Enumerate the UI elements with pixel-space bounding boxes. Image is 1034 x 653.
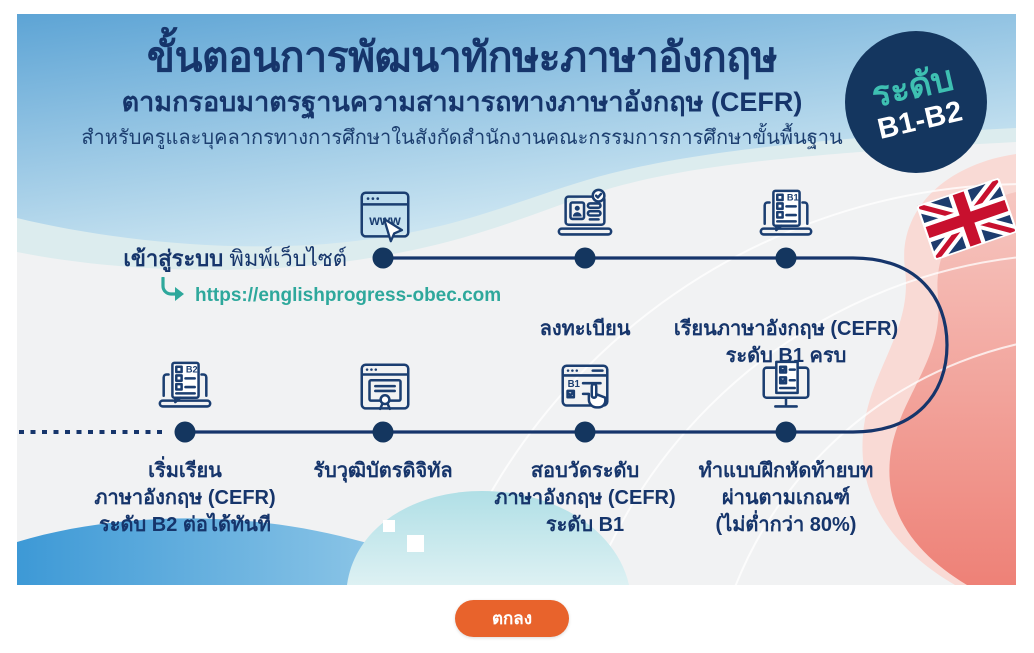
exercise-monitor-icon xyxy=(762,360,810,408)
step-enter-system-label: เข้าสู่ระบบ พิมพ์เว็บไซต์ xyxy=(123,246,347,271)
timeline-dots xyxy=(174,247,797,443)
www-browser-icon: www xyxy=(360,191,410,243)
uk-flag-icon xyxy=(916,177,1016,261)
step-register-label: ลงทะเบียน xyxy=(539,318,631,340)
certificate-browser-icon xyxy=(360,363,410,411)
confirm-button[interactable]: ตกลง xyxy=(455,600,569,637)
level-badge: ระดับ B1-B2 xyxy=(845,31,987,173)
title-block: ขั้นตอนการพัฒนาทักษะภาษาอังกฤษ ตามกรอบมา… xyxy=(47,30,877,151)
timeline-path xyxy=(19,247,949,443)
b1-lessons-laptop-icon: B1 xyxy=(759,189,813,236)
step-start-b2-label: เริ่มเรียน ภาษาอังกฤษ (CEFR) ระดับ B2 ต่… xyxy=(94,460,276,536)
step-exercise-label: ทำแบบฝึกหัดท้ายบท ผ่านตามเกณฑ์ (ไม่ต่ำกว… xyxy=(698,460,874,536)
registration-laptop-icon xyxy=(557,188,613,236)
website-url: https://englishprogress-obec.com xyxy=(195,285,502,306)
page-title: ขั้นตอนการพัฒนาทักษะภาษาอังกฤษ xyxy=(146,34,778,80)
b1-test-badge-text: B1 xyxy=(568,379,581,390)
b2-lessons-laptop-icon: B2 xyxy=(158,361,212,408)
page-subtitle-2: สำหรับครูและบุคลากรทางการศึกษาในสังกัดสำ… xyxy=(81,126,843,149)
infographic-panel: ขั้นตอนการพัฒนาทักษะภาษาอังกฤษ ตามกรอบมา… xyxy=(17,14,1016,585)
b1-badge-text: B1 xyxy=(787,193,799,203)
b1-test-browser-icon: B1 xyxy=(561,364,609,409)
website-url-row: https://englishprogress-obec.com xyxy=(159,277,501,307)
step-learn-b1-label: เรียนภาษาอังกฤษ (CEFR) ระดับ B1 ครบ xyxy=(673,318,899,367)
b2-badge-text: B2 xyxy=(186,365,198,375)
step-certificate-label: รับวุฒิบัตรดิจิทัล xyxy=(313,460,453,482)
url-arrow-icon xyxy=(161,277,184,301)
page-subtitle: ตามกรอบมาตรฐานความสามารถทางภาษาอังกฤษ (C… xyxy=(121,87,803,118)
step-test-b1-label: สอบวัดระดับ ภาษาอังกฤษ (CEFR) ระดับ B1 xyxy=(494,460,676,536)
